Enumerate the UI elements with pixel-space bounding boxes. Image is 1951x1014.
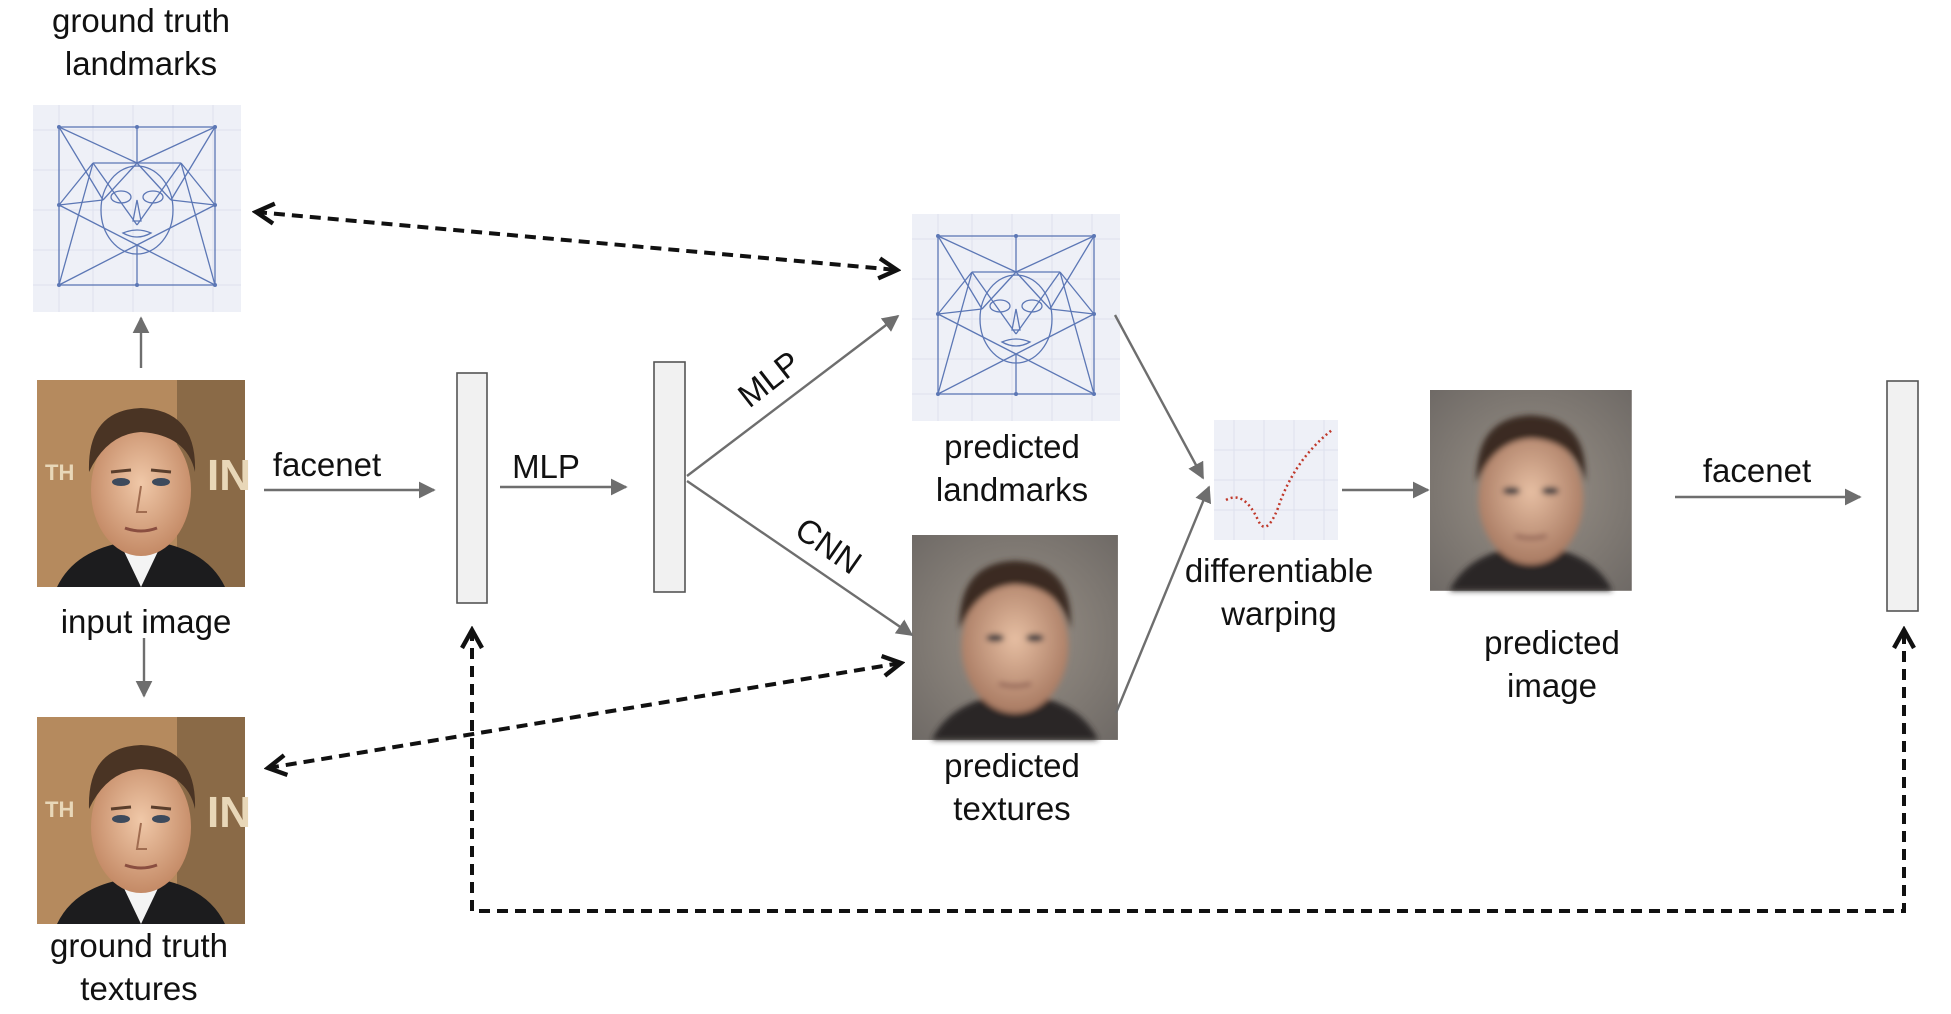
- cnn-label: CNN: [789, 510, 869, 581]
- pred-textures-label-line1: predicted: [944, 747, 1080, 784]
- facenet-embedding-vector: [456, 372, 488, 604]
- loss-landmarks-arrow: [256, 212, 897, 270]
- gt-textures-label-line2: textures: [80, 970, 197, 1007]
- facenet-label-2: facenet: [1703, 452, 1811, 489]
- input-image-label: input image: [61, 603, 232, 640]
- input-face-photo-icon: [35, 378, 253, 589]
- gt-landmarks-label-line1: ground truth: [52, 2, 230, 39]
- pred-textures-label-line2: textures: [953, 790, 1070, 827]
- mlp-hidden-vector: [653, 361, 686, 593]
- pred-landmarks-label-line2: landmarks: [936, 471, 1088, 508]
- output-embedding-vector: [1886, 380, 1919, 612]
- gt-textures-label-line1: ground truth: [50, 927, 228, 964]
- mlp-label-2: MLP: [731, 343, 807, 414]
- loss-textures-arrow: [268, 663, 901, 768]
- arrow-mlp-2: [686, 314, 900, 477]
- pred-image-label-line2: image: [1507, 667, 1597, 704]
- warping-label-line1: differentiable: [1185, 552, 1373, 589]
- pred-landmarks-mesh-icon: [911, 213, 1121, 422]
- pred-landmarks-label-line1: predicted: [944, 428, 1080, 465]
- gt-landmarks-label-line2: landmarks: [65, 45, 217, 82]
- pred-textures-face-icon: [912, 535, 1118, 740]
- warp-curve-icon: [1214, 420, 1338, 540]
- arrow-landmarks-to-warp: [1113, 314, 1205, 480]
- gt-landmarks-mesh-icon: [32, 104, 242, 313]
- pred-image-label-line1: predicted: [1484, 624, 1620, 661]
- warping-label-line2: warping: [1220, 595, 1337, 632]
- loss-identity-arrow: [472, 630, 1904, 913]
- gt-textures-face-photo-icon: [35, 715, 253, 926]
- mlp-label-1: MLP: [512, 448, 580, 485]
- arrow-textures-to-warp: [1114, 485, 1212, 714]
- arrow-cnn: [686, 480, 914, 636]
- pred-image-face-icon: [1430, 390, 1632, 591]
- facenet-label-1: facenet: [273, 446, 381, 483]
